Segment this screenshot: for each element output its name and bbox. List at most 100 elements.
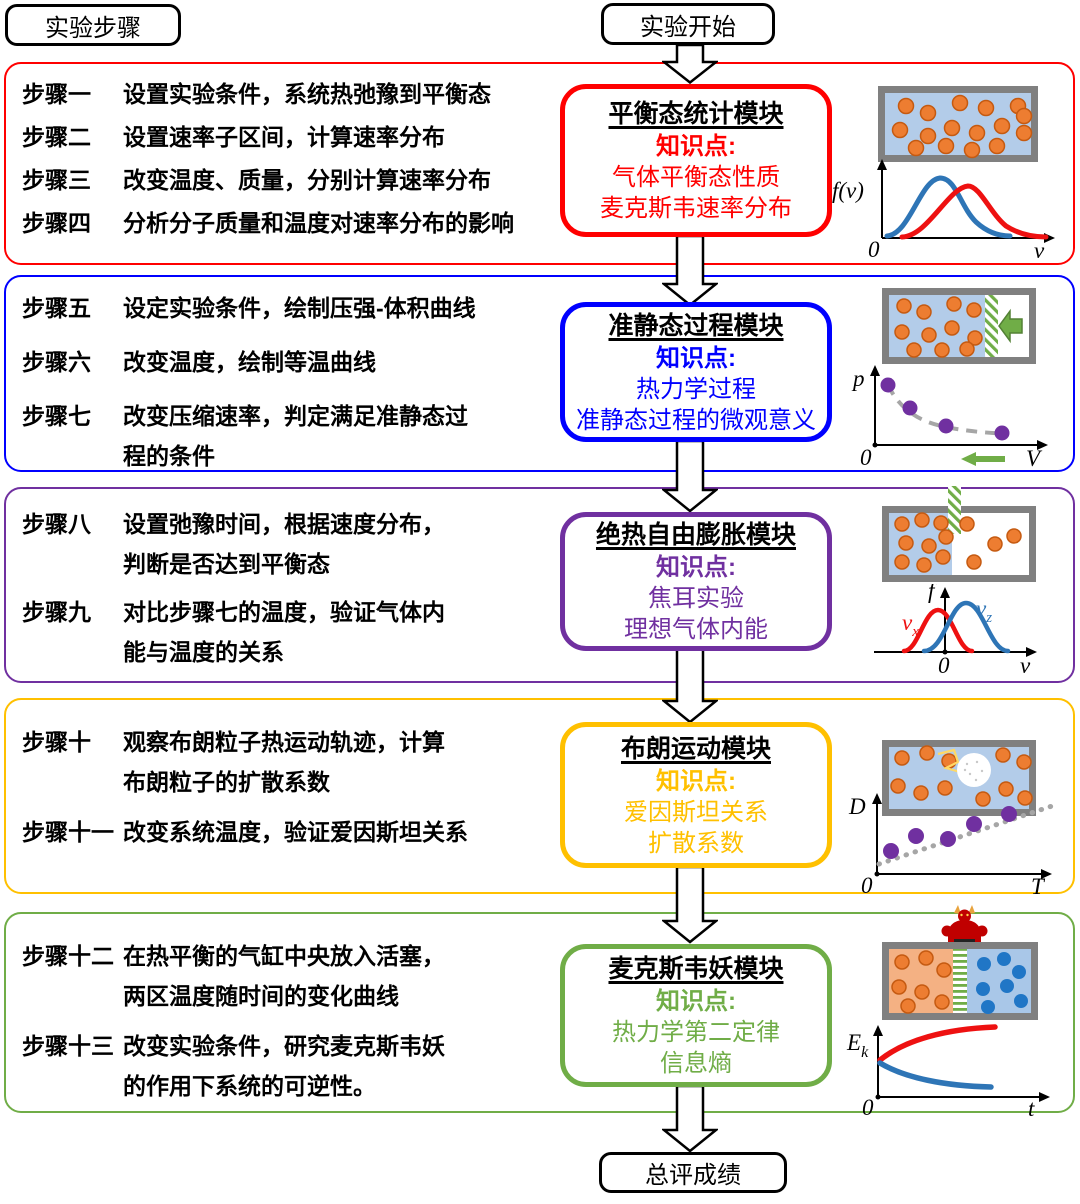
step-row: 步骤三 改变温度、质量，分别计算速率分布 xyxy=(22,160,552,200)
compress-arrow-icon xyxy=(998,308,1023,344)
cold-energy-curve xyxy=(877,1060,994,1090)
step-text: 设定实验条件，绘制压强-体积曲线 xyxy=(123,295,476,321)
steps-list: 步骤十二在热平衡的气缸中央放入活塞， 两区温度随时间的变化曲线 步骤十三改变实验… xyxy=(22,936,552,1106)
einstein-trend-line xyxy=(876,802,1058,867)
flow-arrow-down xyxy=(662,44,718,84)
step-label: 步骤十一 xyxy=(22,819,114,845)
module-title: 准静态过程模块 xyxy=(608,311,784,340)
svg-text:V: V xyxy=(1026,446,1043,471)
step-row: 步骤十二在热平衡的气缸中央放入活塞， 两区温度随时间的变化曲线 xyxy=(22,936,552,1016)
brownian-particle xyxy=(957,753,991,787)
knowledge-label: 知识点: xyxy=(656,988,736,1015)
start-box: 实验开始 xyxy=(601,3,775,45)
step-label: 步骤九 xyxy=(22,599,91,625)
module-quasistatic: 准静态过程模块 知识点: 热力学过程 准静态过程的微观意义 xyxy=(560,302,832,442)
cold-particles xyxy=(976,952,1028,1014)
step-row: 步骤七 改变压缩速率，判定满足准静态过 程的条件 xyxy=(22,396,552,476)
piston-wall xyxy=(985,295,998,357)
svg-text:v: v xyxy=(1034,238,1045,262)
svg-text:T: T xyxy=(1031,874,1046,898)
knowledge-point: 理想气体内能 xyxy=(624,616,768,643)
velocity-component-distribution-graph: f vx vz 0 v xyxy=(874,584,1037,678)
knowledge-point: 准静态过程的微观意义 xyxy=(576,406,816,434)
svg-text:p: p xyxy=(851,366,865,391)
pressure-volume-graph: p 0 V xyxy=(851,365,1048,471)
isotherm-dashed-curve xyxy=(886,384,1008,436)
module-title: 绝热自由膨胀模块 xyxy=(595,521,796,549)
maxwell-speed-distribution-graph: f(v) 0 v xyxy=(832,159,1055,262)
step-text: 设置实验条件，系统热弛豫到平衡态 xyxy=(123,81,491,107)
svg-text:0: 0 xyxy=(860,445,872,470)
hot-energy-curve xyxy=(877,1024,998,1063)
step-label: 步骤一 xyxy=(22,81,91,107)
step-label: 步骤五 xyxy=(22,295,91,321)
svg-text:0: 0 xyxy=(861,873,873,898)
gas-particles xyxy=(890,745,1033,807)
svg-text:Ek: Ek xyxy=(846,1030,869,1061)
step-label: 步骤二 xyxy=(22,124,91,150)
svg-text:vz: vz xyxy=(976,596,992,626)
step-text: 改变温度、质量，分别计算速率分布 xyxy=(123,167,491,193)
steps-list: 步骤十观察布朗粒子热运动轨迹，计算 布朗粒子的扩散系数 步骤十一改变系统温度，验… xyxy=(22,722,552,852)
step-row: 步骤八 设置弛豫时间，根据速度分布， 判断是否达到平衡态 xyxy=(22,504,552,584)
knowledge-point: 扩散系数 xyxy=(648,829,744,857)
vz-curve xyxy=(921,600,1011,654)
gas-particles xyxy=(891,94,1033,159)
knowledge-point: 信息熵 xyxy=(660,1050,732,1077)
step-label: 步骤六 xyxy=(22,349,91,375)
demon-partition-illustration xyxy=(882,942,1038,1020)
module-brownian: 布朗运动模块 知识点: 爱因斯坦关系 扩散系数 xyxy=(560,722,832,868)
knowledge-label: 知识点: xyxy=(656,133,736,160)
demon-gate xyxy=(953,949,967,1013)
step-text: 改变压缩速率，判定满足准静态过 程的条件 xyxy=(123,403,468,469)
kinetic-energy-time-graph: Ek 0 t xyxy=(846,1024,1050,1121)
svg-text:0: 0 xyxy=(868,237,880,262)
step-label: 步骤八 xyxy=(22,511,91,537)
step-text: 设置速率子区间，计算速率分布 xyxy=(123,124,445,150)
module-equilibrium: 平衡态统计模块 知识点: 气体平衡态性质 麦克斯韦速率分布 xyxy=(560,84,832,237)
step-row: 步骤十一改变系统温度，验证爱因斯坦关系 xyxy=(22,812,552,852)
module-maxwell-demon: 麦克斯韦妖模块 知识点: 热力学第二定律 信息熵 xyxy=(560,944,832,1087)
step-label: 步骤七 xyxy=(22,403,91,429)
step-text: 设置弛豫时间，根据速度分布， 判断是否达到平衡态 xyxy=(123,511,445,577)
step-label: 步骤三 xyxy=(22,167,91,193)
flow-arrow-down xyxy=(662,236,718,307)
flow-arrow-down xyxy=(662,1086,718,1153)
module-free-expansion: 绝热自由膨胀模块 知识点: 焦耳实验 理想气体内能 xyxy=(560,512,832,651)
step-label: 步骤十二 xyxy=(22,943,114,969)
step-row: 步骤五 设定实验条件，绘制压强-体积曲线 xyxy=(22,288,552,328)
volume-decrease-arrow-icon xyxy=(961,452,976,466)
step-row: 步骤十观察布朗粒子热运动轨迹，计算 布朗粒子的扩散系数 xyxy=(22,722,552,802)
gas-container-illustration xyxy=(878,86,1038,162)
knowledge-point: 爱因斯坦关系 xyxy=(624,798,768,826)
step-label: 步骤十 xyxy=(22,729,91,755)
speed-curve-blue xyxy=(884,175,1013,239)
speed-curve-red xyxy=(899,183,1049,240)
flow-arrow-down xyxy=(662,441,718,513)
svg-text:D: D xyxy=(848,794,866,819)
step-text: 改变温度，绘制等温曲线 xyxy=(123,349,376,375)
svg-text:vx: vx xyxy=(902,610,919,640)
svg-text:f: f xyxy=(928,584,938,603)
step-text: 在热平衡的气缸中央放入活塞， 两区温度随时间的变化曲线 xyxy=(123,943,445,1009)
step-text: 改变实验条件，研究麦克斯韦妖 的作用下系统的可逆性。 xyxy=(123,1033,445,1099)
legend-box: 实验步骤 xyxy=(5,4,181,46)
brownian-particle-illustration xyxy=(882,740,1036,816)
data-points xyxy=(883,806,1017,859)
step-row: 步骤十三改变实验条件，研究麦克斯韦妖 的作用下系统的可逆性。 xyxy=(22,1026,552,1106)
knowledge-point: 热力学过程 xyxy=(636,375,756,403)
step-row: 步骤二 设置速率子区间，计算速率分布 xyxy=(22,117,552,157)
step-row: 步骤九对比步骤七的温度，验证气体内 能与温度的关系 xyxy=(22,592,552,672)
module-title: 麦克斯韦妖模块 xyxy=(608,955,784,983)
vx-curve xyxy=(901,607,975,654)
knowledge-point: 热力学第二定律 xyxy=(612,1019,780,1046)
module-title: 布朗运动模块 xyxy=(620,734,771,763)
svg-text:f(v): f(v) xyxy=(832,178,864,203)
knowledge-label: 知识点: xyxy=(656,554,736,581)
steps-list: 步骤一 设置实验条件，系统热弛豫到平衡态 步骤二 设置速率子区间，计算速率分布 步骤… xyxy=(22,74,552,243)
gas-particles xyxy=(894,512,1022,573)
data-points xyxy=(880,377,1010,441)
knowledge-point: 焦耳实验 xyxy=(648,585,744,612)
piston-compression-illustration xyxy=(882,288,1036,364)
knowledge-label: 知识点: xyxy=(656,344,736,372)
